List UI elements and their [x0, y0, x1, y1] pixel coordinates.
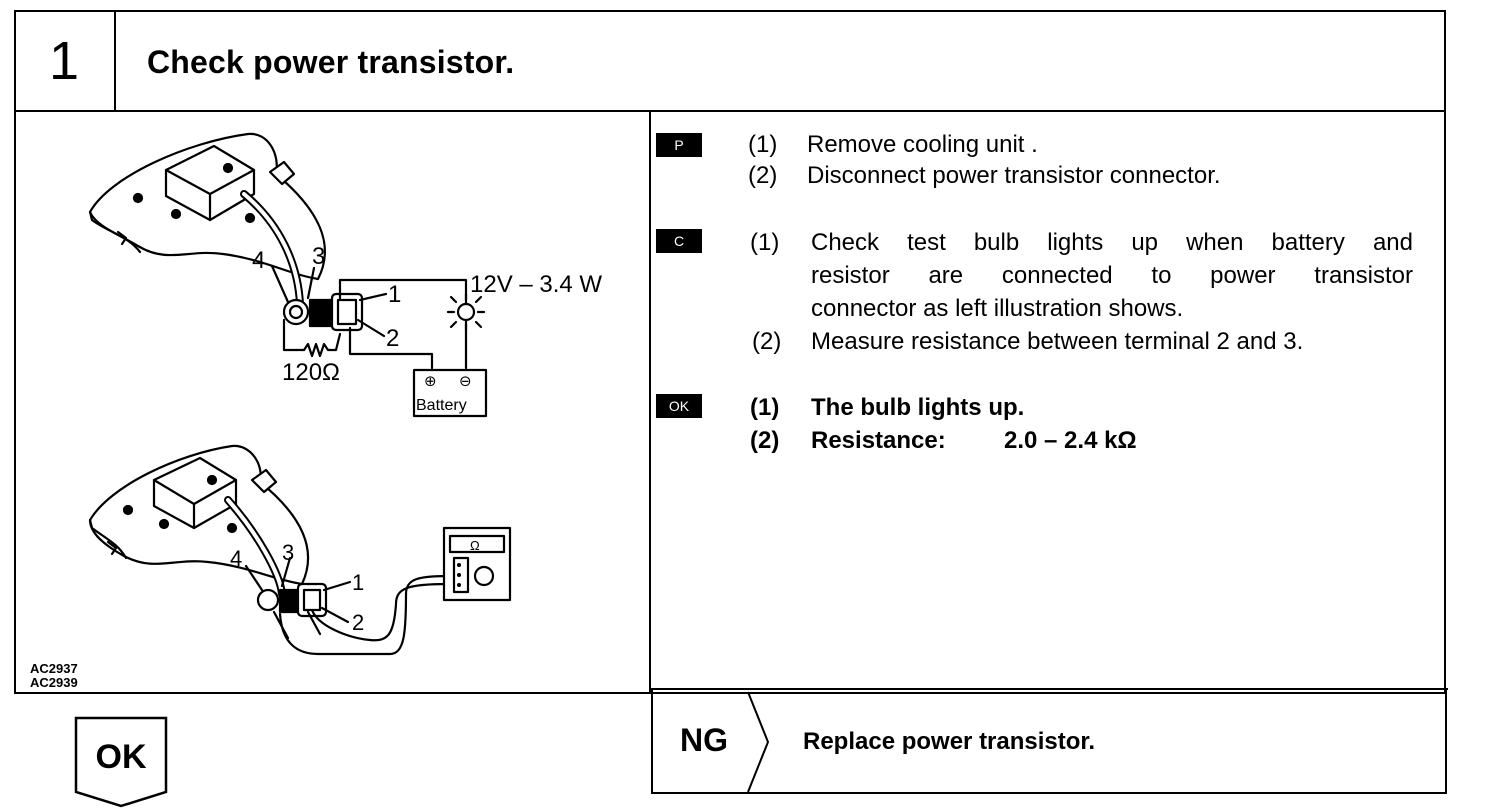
c-item-1-line: Check test bulb lights up when battery a… — [811, 229, 1413, 256]
c-item-1-num: (1) — [750, 229, 780, 256]
resistance-label: Resistance: — [811, 427, 946, 454]
badge-ok: OK — [656, 394, 702, 418]
battery-positive-label: ⊕ — [424, 373, 437, 390]
cooling-unit-top — [88, 132, 327, 281]
connector-bottom — [256, 582, 328, 618]
battery-top — [412, 368, 488, 418]
ok-item-1-num: (1) — [750, 394, 780, 421]
badge-p: P — [656, 133, 702, 157]
wiring-illustration: 4 3 1 2 12V – 3.4 W 120Ω ⊕ ⊖ Battery 4 3… — [88, 132, 602, 656]
step-header — [14, 10, 1446, 112]
ng-divider — [651, 688, 1448, 690]
battery-negative-label: ⊖ — [459, 373, 472, 390]
p-item-1-text: Remove cooling unit . — [807, 131, 1038, 158]
pin-4-label-bottom: 4 — [230, 546, 242, 571]
ok-result-label: OK — [95, 738, 147, 776]
step-title: Check power transistor. — [147, 44, 515, 80]
resistance-value: 2.0 – 2.4 kΩ — [1004, 427, 1137, 454]
c-item-1-line: resistor are connected to power transist… — [811, 262, 1413, 289]
ok-item-1-text: The bulb lights up. — [811, 394, 1025, 421]
c-item-1-text: Check test bulb lights up when battery a… — [811, 229, 1413, 257]
ok-result-arrow — [74, 716, 168, 808]
figure-code: AC2939 — [30, 675, 78, 690]
battery-label: Battery — [416, 397, 467, 414]
pin-1-label-bottom: 1 — [352, 570, 364, 595]
ng-action: Replace power transistor. — [803, 728, 1096, 755]
p-item-2-num: (2) — [748, 162, 778, 189]
ng-label: NG — [680, 722, 728, 758]
resistor-label: 120Ω — [282, 359, 340, 386]
figure-codes: AC2937 AC2939 — [30, 662, 78, 690]
step-frame — [14, 10, 1446, 694]
ohmmeter-label: Ω — [470, 538, 480, 553]
pin-3-label: 3 — [312, 243, 325, 270]
c-item-2-text: Measure resistance between terminal 2 an… — [811, 328, 1304, 355]
pin-3-label-bottom: 3 — [282, 540, 294, 565]
badge-c: C — [656, 229, 702, 253]
ok-item-2-num: (2) — [750, 427, 780, 454]
connector-top — [282, 292, 364, 332]
c-item-2-num: (2) — [752, 328, 782, 355]
ohmmeter — [442, 526, 512, 602]
ng-chevron — [747, 691, 770, 793]
pin-1-label: 1 — [388, 281, 401, 308]
test-bulb — [446, 292, 486, 332]
p-item-2-text: Disconnect power transistor connector. — [807, 162, 1221, 189]
bulb-rating-label: 12V – 3.4 W — [470, 271, 602, 298]
ng-result-box — [651, 690, 1447, 794]
pin-2-label-bottom: 2 — [352, 610, 364, 635]
c-item-1-line: connector as left illustration shows. — [811, 295, 1184, 322]
step-number: 1 — [14, 10, 116, 112]
figure-code: AC2937 — [30, 661, 78, 676]
pin-4-label: 4 — [252, 247, 265, 274]
p-item-1-num: (1) — [748, 131, 778, 158]
pin-2-label: 2 — [386, 325, 399, 352]
column-divider — [649, 110, 651, 694]
cooling-unit-bottom — [88, 444, 310, 586]
